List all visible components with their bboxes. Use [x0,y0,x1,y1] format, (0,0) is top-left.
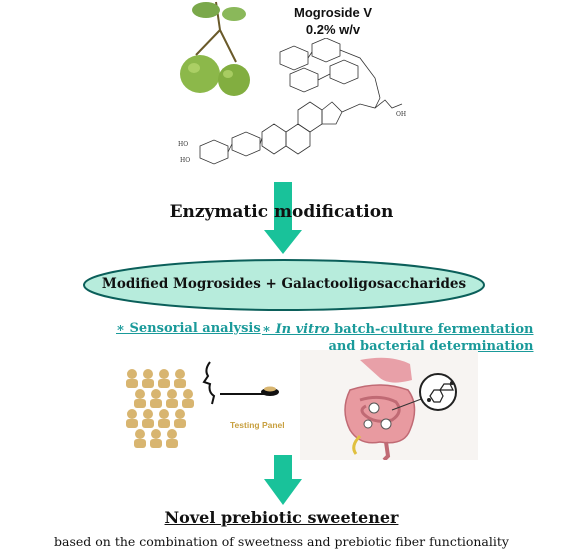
sensorial-analysis-label: ∗ Sensorial analysis [116,321,261,336]
testing-panel-people-icon [126,369,194,448]
tasting-spoon-icon [202,361,279,405]
products-label: Modified Mogrosides + Galactooligosaccha… [101,276,467,292]
compound-name: Mogroside V [293,5,372,20]
down-arrow-icon [264,455,302,505]
gut-illustration [300,350,478,460]
invitro-italic: In vitro [275,322,330,337]
svg-text:OH: OH [396,111,406,118]
result-title: Novel prebiotic sweetener [164,508,399,527]
testing-panel-label: Testing Panel [230,420,285,430]
compound-title: Mogroside V 0.2% w/v [288,4,378,38]
down-arrow-icon [264,182,302,254]
products-ellipse [83,259,485,311]
result-subtitle: based on the combination of sweetness an… [54,534,509,549]
invitro-line1: ∗ In vitro batch-culture fermentation [262,322,534,337]
svg-text:HO: HO [180,157,190,164]
mogroside-structure: HO HO OH [178,38,406,165]
svg-text:HO: HO [178,141,188,148]
enzymatic-modification-label: Enzymatic modification [169,202,394,222]
compound-concentration: 0.2% w/v [305,22,361,37]
monk-fruit-image [180,1,250,96]
